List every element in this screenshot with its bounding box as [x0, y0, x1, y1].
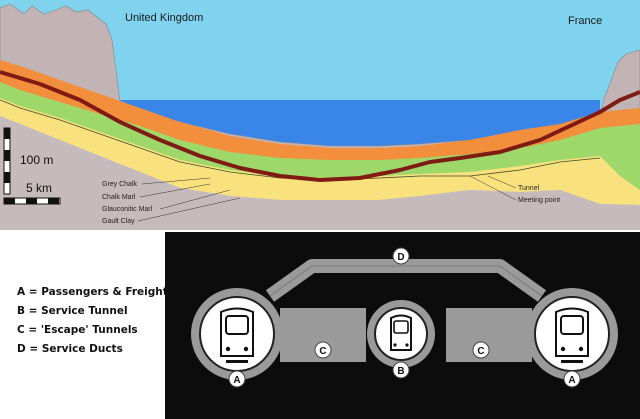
marker-d: D [392, 247, 410, 265]
marker-b: B [392, 361, 410, 379]
passenger-tunnel-left [191, 288, 283, 380]
marker-a-left: A [228, 370, 246, 388]
scale-bar-horizontal [3, 197, 61, 205]
scale-label-5km: 5 km [26, 181, 52, 195]
service-tunnel [367, 300, 435, 368]
label-chalk-marl: Chalk Marl [102, 194, 136, 201]
gault-clay-layer [0, 98, 640, 205]
marker-c-right: C [472, 341, 490, 359]
chalk-marl-layer [0, 60, 640, 164]
geological-profile: United Kingdom France 100 m 5 km Grey Ch… [0, 0, 640, 230]
tunnel-line [0, 70, 640, 182]
annotation-leader-lines [469, 175, 517, 201]
marker-b-letter: B [397, 366, 404, 377]
label-meeting-point: Meeting point [518, 197, 560, 204]
label-france: France [568, 15, 602, 27]
layer-labels: Grey Chalk Chalk Marl Glauconitic Marl G… [102, 177, 241, 225]
sea [118, 100, 600, 146]
marker-c-right-letter: C [477, 346, 484, 357]
marker-a-left-letter: A [233, 375, 240, 386]
legend-item-c: C = 'Escape' Tunnels [17, 324, 138, 336]
cross-section-legend: A = Passengers & Freight B = Service Tun… [17, 286, 168, 355]
lower-rock-layer [0, 116, 640, 230]
legend-item-b: B = Service Tunnel [17, 305, 128, 317]
label-glauconitic-marl: Glauconitic Marl [102, 206, 153, 213]
scale-label-100m: 100 m [20, 153, 53, 167]
label-united-kingdom: United Kingdom [125, 12, 203, 24]
passenger-tunnel-right [526, 288, 618, 380]
scale-bar-vertical [3, 127, 11, 195]
marker-a-right-letter: A [568, 375, 575, 386]
marker-c-left: C [314, 341, 332, 359]
tunnel-cross-section: D C C B A A [165, 232, 640, 419]
marker-c-left-letter: C [319, 346, 326, 357]
glauconitic-marl-layer [0, 82, 640, 190]
marker-a-right: A [563, 370, 581, 388]
legend-item-d: D = Service Ducts [17, 343, 123, 355]
label-grey-chalk: Grey Chalk [102, 181, 138, 188]
marker-d-letter: D [397, 252, 404, 263]
service-duct-inner [269, 265, 543, 297]
label-gault-clay: Gault Clay [102, 218, 135, 225]
layer-leader-lines [137, 177, 241, 222]
escape-tunnel-right [446, 308, 532, 362]
legend-item-a: A = Passengers & Freight [17, 286, 168, 298]
label-tunnel: Tunnel [518, 185, 540, 192]
